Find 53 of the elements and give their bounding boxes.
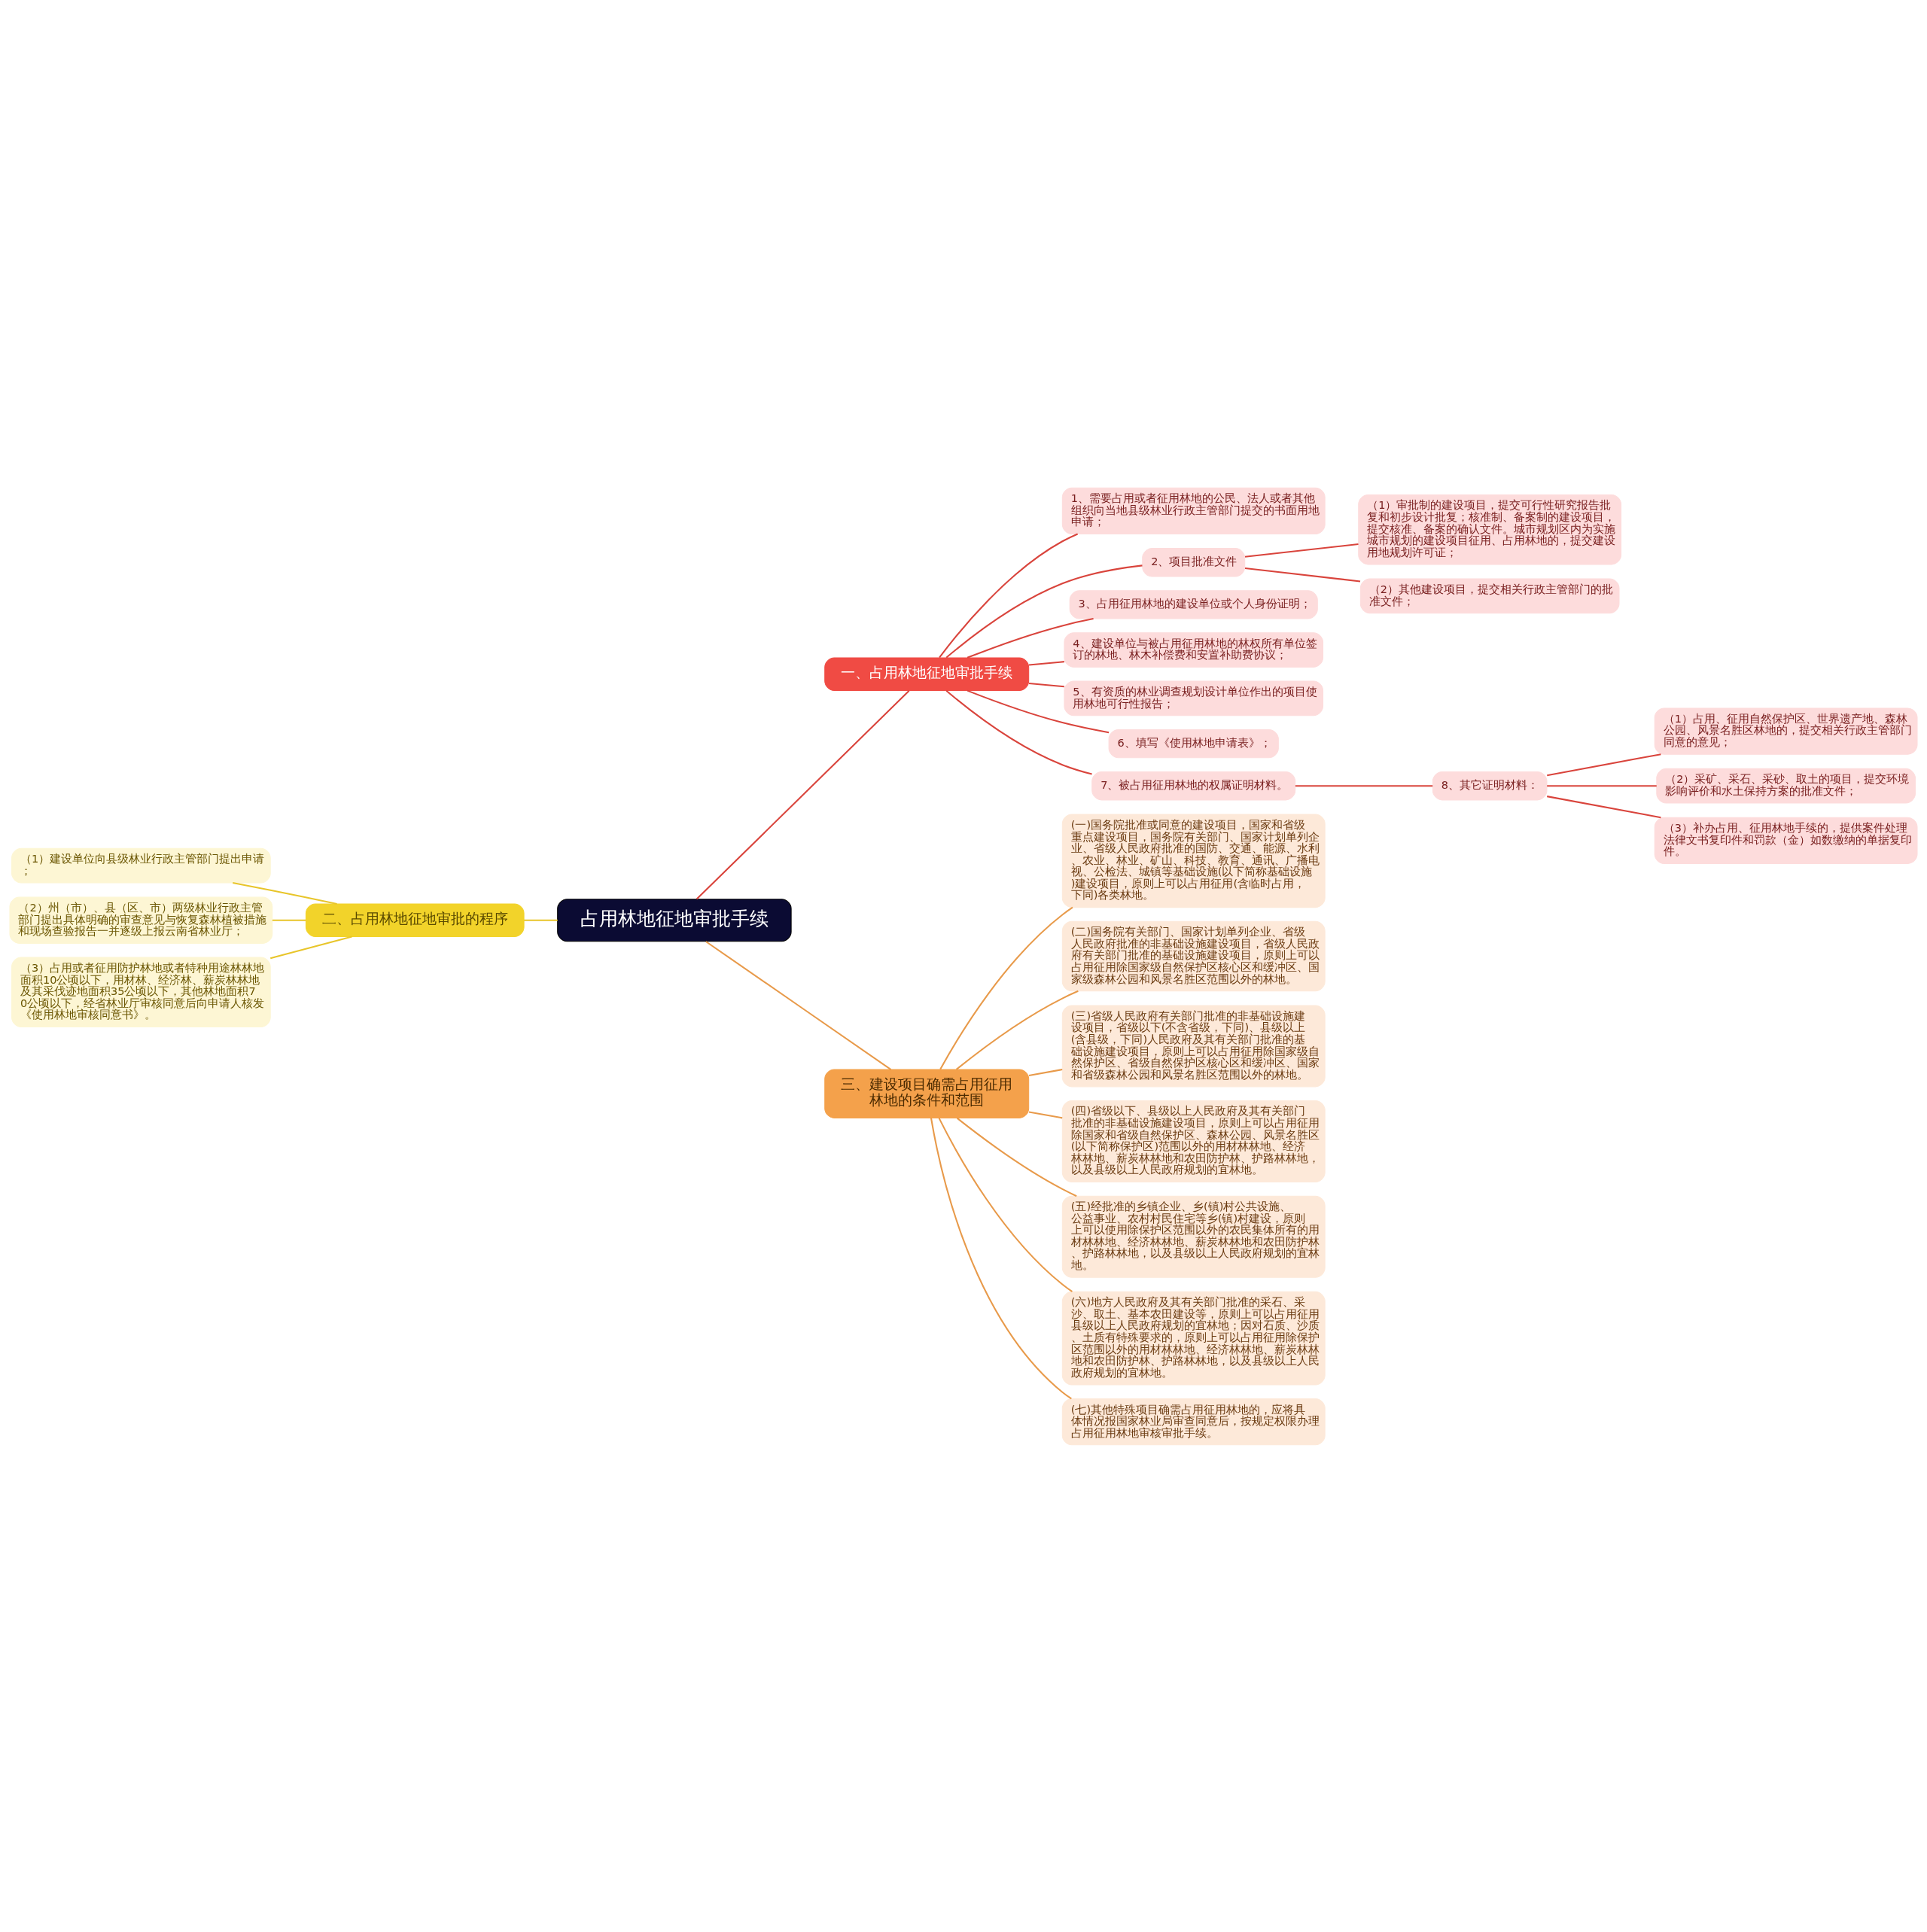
node-box: (二)国务院有关部门、国家计划单列企业、省级人民政府批准的非基础设施建设项目，省级人民政府有关部门批准的基础设施建设项目，原则上可以占用征用除国家级自然保护区核心区和缓冲区、国家级森林公园和风景名胜区范围以外的林地。 — [1061, 920, 1326, 991]
node-box: (六)地方人民政府及其有关部门批准的采石、采沙、取土、基本农田建设等，原则上可以占用征用县级以上人民政府规划的宜林地；因对石质、沙质、土质有特殊要求的，原则上可以占用征用除保护区范围以外的用材林林地、经济林林地、薪炭林林地和农田防护林、护路林林地，以及县级以上人民政府规划的宜林地。 — [1061, 1291, 1326, 1385]
node-box: 5、有资质的林业调查规划设计单位作出的项目使用林地可行性报告； — [1064, 680, 1324, 716]
connector — [1244, 567, 1361, 582]
connector — [956, 1117, 1077, 1197]
connector — [1244, 543, 1359, 558]
node-box: 8、其它证明材料： — [1432, 771, 1548, 800]
node-box: (一)国务院批准或同意的建设项目，国家和省级重点建设项目，国务院有关部门、国家计划单列企业、省级人民政府批准的国防、交通、能源、水利、农业、林业、矿山、科技、教育、通讯、广播电视、公检法、城镇等基础设施(以下简称基础设施)建设项目，原则上可以占用征用(含临时占用，下同)各类林地。 — [1061, 814, 1326, 908]
connector — [1547, 753, 1661, 776]
node-box: 7、被占用征用林地的权属证明材料。 — [1091, 771, 1296, 800]
node-box: 占用林地征地审批手续 — [557, 898, 792, 942]
node-box: 6、填写《使用林地申请表》； — [1108, 729, 1279, 758]
node-box: 3、占用征用林地的建设单位或个人身份证明； — [1069, 589, 1318, 619]
node-box: (四)省级以下、县级以上人民政府及其有关部门批准的非基础设施建设项目，原则上可以占用征用除国家和省级自然保护区、森林公园、风景名胜区(以下简称保护区)范围以外的用材林林地、经济林林地、薪炭林林地和农田防护林、护路林林地，以及县级以上人民政府规划的宜林地。 — [1061, 1100, 1326, 1182]
connector — [967, 617, 1094, 659]
node-box: (五)经批准的乡镇企业、乡(镇)村公共设施、公益事业、农村村民住宅等乡(镇)村建设，原则上可以使用除保护区范围以外的农民集体所有的用材林林地、经济林林地、薪炭林林地和农田防护林、护路林林地，以及县级以上人民政府规划的宜林地。 — [1061, 1195, 1326, 1278]
node-box: （2）采矿、采石、采砂、取土的项目，提交环境影响评价和水土保持方案的批准文件； — [1656, 768, 1916, 804]
node-box: （2）州（市）、县（区、市）两级林业行政主管部门提出具体明确的审查意见与恢复森林植被措施和现场查验报告一并逐级上报云南省林业厅； — [9, 896, 273, 944]
node-box: 一、占用林地征地审批手续 — [824, 656, 1030, 691]
node-box: (七)其他特殊项目确需占用征用林地的，应将具体情况报国家林业局审查同意后，按规定权限办理占用征用林地审核审批手续。 — [1061, 1398, 1326, 1445]
connector — [233, 881, 337, 905]
connector — [1028, 1068, 1063, 1076]
connector — [967, 689, 1110, 733]
connector — [1295, 784, 1433, 786]
node-box: （1）审批制的建设项目，提交可行性研究报告批复和初步设计批复；核准制、备案制的建设项目，提交核准、备案的确认文件。城市规划区内为实施城市规划的建设项目征用、占用林地的，提交建设用地规划许可证； — [1358, 494, 1622, 564]
node-box: (三)省级人民政府有关部门批准的非基础设施建设项目，省级以下(不含省级，下同)、县级以上(含县级，下同)人民政府及其有关部门批准的基础设施建设项目，原则上可以占用征用除国家级自然保护区、省级自然保护区核心区和缓冲区、国家和省级森林公园和风景名胜区范围以外的林地。 — [1061, 1004, 1326, 1087]
connector — [939, 533, 1079, 658]
connector — [705, 940, 892, 1070]
node-box: 1、需要占用或者征用林地的公民、法人或者其他组织向当地县级林业行政主管部门提交的书面用地申请； — [1061, 487, 1326, 534]
node-box: 4、建设单位与被占用征用林地的林权所有单位签订的林地、林木补偿费和安置补助费协议； — [1064, 631, 1324, 668]
node-box: （2）其他建设项目，提交相关行政主管部门的批准文件； — [1359, 578, 1620, 613]
connector — [696, 689, 910, 899]
connector — [1547, 784, 1657, 786]
connector — [1547, 795, 1661, 818]
node-box: （1）建设单位向县级林业行政主管部门提出申请； — [11, 847, 271, 883]
connector — [524, 919, 558, 921]
node-box: （3）占用或者征用防护林地或者特种用途林林地面积10公顷以下，用材林、经济林、薪炭林林地及其采伐迹地面积35公顷以下，其他林地面积70公顷以下，经省林业厅审核同意后向申请人核发《使用林地审核同意书》。 — [11, 957, 271, 1027]
connector — [945, 689, 1092, 774]
node-box: 2、项目批准文件 — [1142, 547, 1246, 577]
connector — [1028, 682, 1064, 687]
connector — [939, 906, 1073, 1069]
connector — [938, 1117, 1073, 1292]
connector — [930, 1117, 1072, 1399]
connector — [272, 919, 306, 921]
node-box: （1）占用、征用自然保护区、世界遗产地、森林公园、风景名胜区林地的，提交相关行政主管部门同意的意见； — [1654, 707, 1918, 755]
node-box: （3）补办占用、征用林地手续的，提供案件处理法律文书复印件和罚款（金）如数缴纳的单据复印件。 — [1654, 817, 1918, 864]
node-box: 二、占用林地征地审批的程序 — [305, 902, 525, 937]
connector — [1028, 660, 1064, 665]
connector — [955, 990, 1079, 1070]
node-box: 三、建设项目确需占用征用林地的条件和范围 — [824, 1069, 1030, 1118]
connector — [945, 564, 1143, 659]
connector — [269, 936, 352, 959]
connector — [1028, 1110, 1063, 1118]
